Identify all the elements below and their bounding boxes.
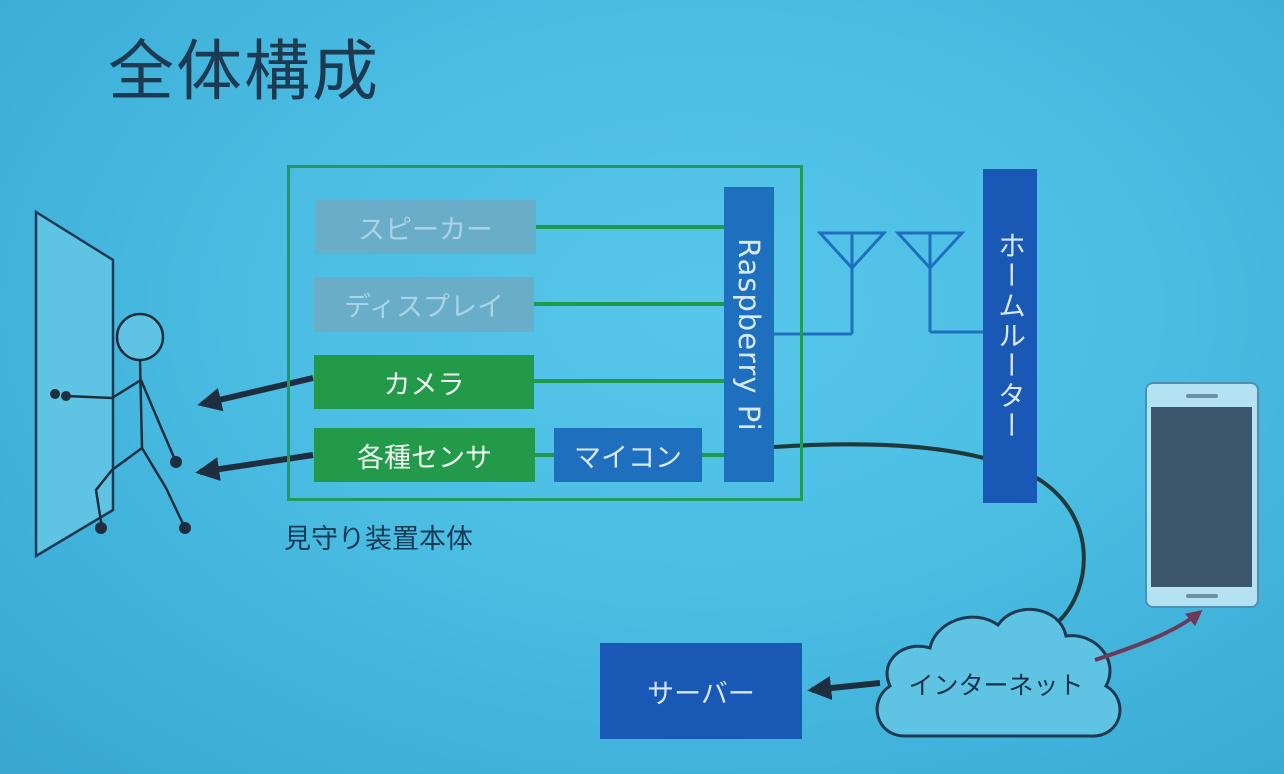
smartphone-icon [1145, 382, 1259, 608]
server-box: サーバー [600, 643, 802, 739]
internet-label: インターネット [908, 671, 1084, 700]
internet-cable [773, 442, 1086, 636]
microcontroller-box: マイコン [554, 428, 702, 482]
sensors-box: 各種センサ [314, 428, 535, 482]
device-label: 見守り装置本体 [284, 524, 473, 555]
raspberry-pi-label: Raspberry Pi [732, 237, 766, 432]
stick-figure-icon [61, 312, 191, 534]
slide-title: 全体構成 [108, 33, 380, 110]
camera-label: カメラ [383, 369, 465, 401]
raspberry-pi-box: Raspberry Pi [724, 187, 774, 482]
home-router-box: ホームルーター [983, 169, 1037, 503]
cloud-icon [875, 607, 1122, 738]
speaker-label: スピーカー [358, 214, 493, 246]
camera-box: カメラ [314, 355, 534, 409]
phone-speaker [1186, 394, 1218, 398]
sensors-label: 各種センサ [357, 442, 492, 474]
camera-arrow [197, 375, 314, 412]
microcontroller-label: マイコン [574, 442, 682, 474]
phone-home-bar [1186, 594, 1218, 598]
display-label: ディスプレイ [343, 292, 505, 323]
speaker-box: スピーカー [315, 200, 536, 254]
server-label: サーバー [647, 678, 755, 710]
door-knob-icon [50, 389, 60, 399]
home-router-label: ホームルーター [994, 231, 1027, 441]
device-frame [287, 165, 803, 501]
antenna-icon [774, 231, 888, 336]
server-arrow [807, 676, 881, 700]
display-box: ディスプレイ [314, 277, 534, 332]
door-icon [34, 209, 115, 559]
module-wires [534, 225, 724, 457]
sensors-arrow [195, 452, 314, 482]
phone-arrow [1094, 610, 1203, 662]
router-antenna-icon [894, 231, 983, 334]
